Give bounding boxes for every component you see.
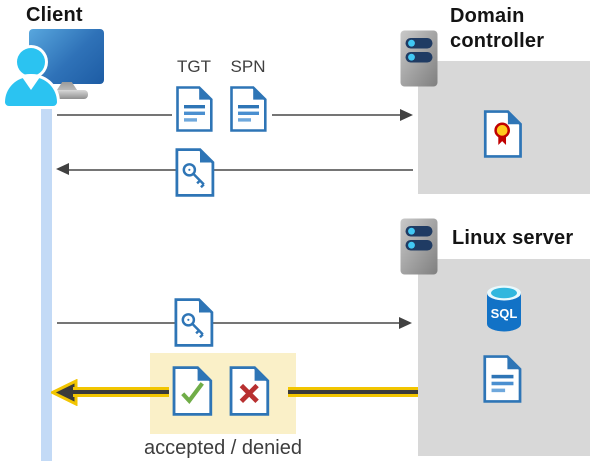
tgt-label: TGT — [177, 57, 211, 76]
result-label: accepted / denied — [144, 437, 302, 459]
request-arrow-line — [272, 114, 400, 116]
tgt-response-arrowhead-icon — [56, 163, 69, 175]
sql-database-icon: SQL — [487, 285, 521, 332]
spn-document-icon — [230, 86, 267, 132]
person-icon — [17, 48, 45, 76]
client-title: Client — [26, 4, 83, 26]
request-arrowhead-icon — [400, 108, 413, 121]
tgt-document-icon — [176, 86, 213, 132]
result-arrow-line — [73, 387, 169, 398]
server-icon — [400, 218, 438, 275]
domain-controller-title: Domain controller — [450, 5, 545, 52]
spn-label: SPN — [230, 57, 266, 76]
server-icon — [400, 30, 438, 87]
linux-server-title: Linux server — [452, 227, 574, 249]
client-lifeline — [41, 94, 52, 461]
key-document-icon — [174, 298, 214, 347]
monitor-stand-icon — [55, 82, 79, 93]
keytab-document-icon — [483, 355, 522, 403]
service-request-arrowhead-icon — [399, 316, 412, 329]
check-document-icon — [172, 366, 213, 416]
person-collar-icon — [22, 77, 40, 90]
monitor-base-icon — [46, 90, 88, 99]
sql-icon-label: SQL — [491, 306, 518, 321]
certificate-document-icon — [483, 110, 522, 158]
service-request-arrow-line — [57, 322, 400, 324]
key-document-icon — [175, 148, 215, 197]
cross-document-icon — [229, 366, 270, 416]
result-arrow-line — [288, 387, 418, 398]
tgt-response-arrow-line — [69, 168, 413, 171]
request-arrow-line — [57, 114, 172, 116]
